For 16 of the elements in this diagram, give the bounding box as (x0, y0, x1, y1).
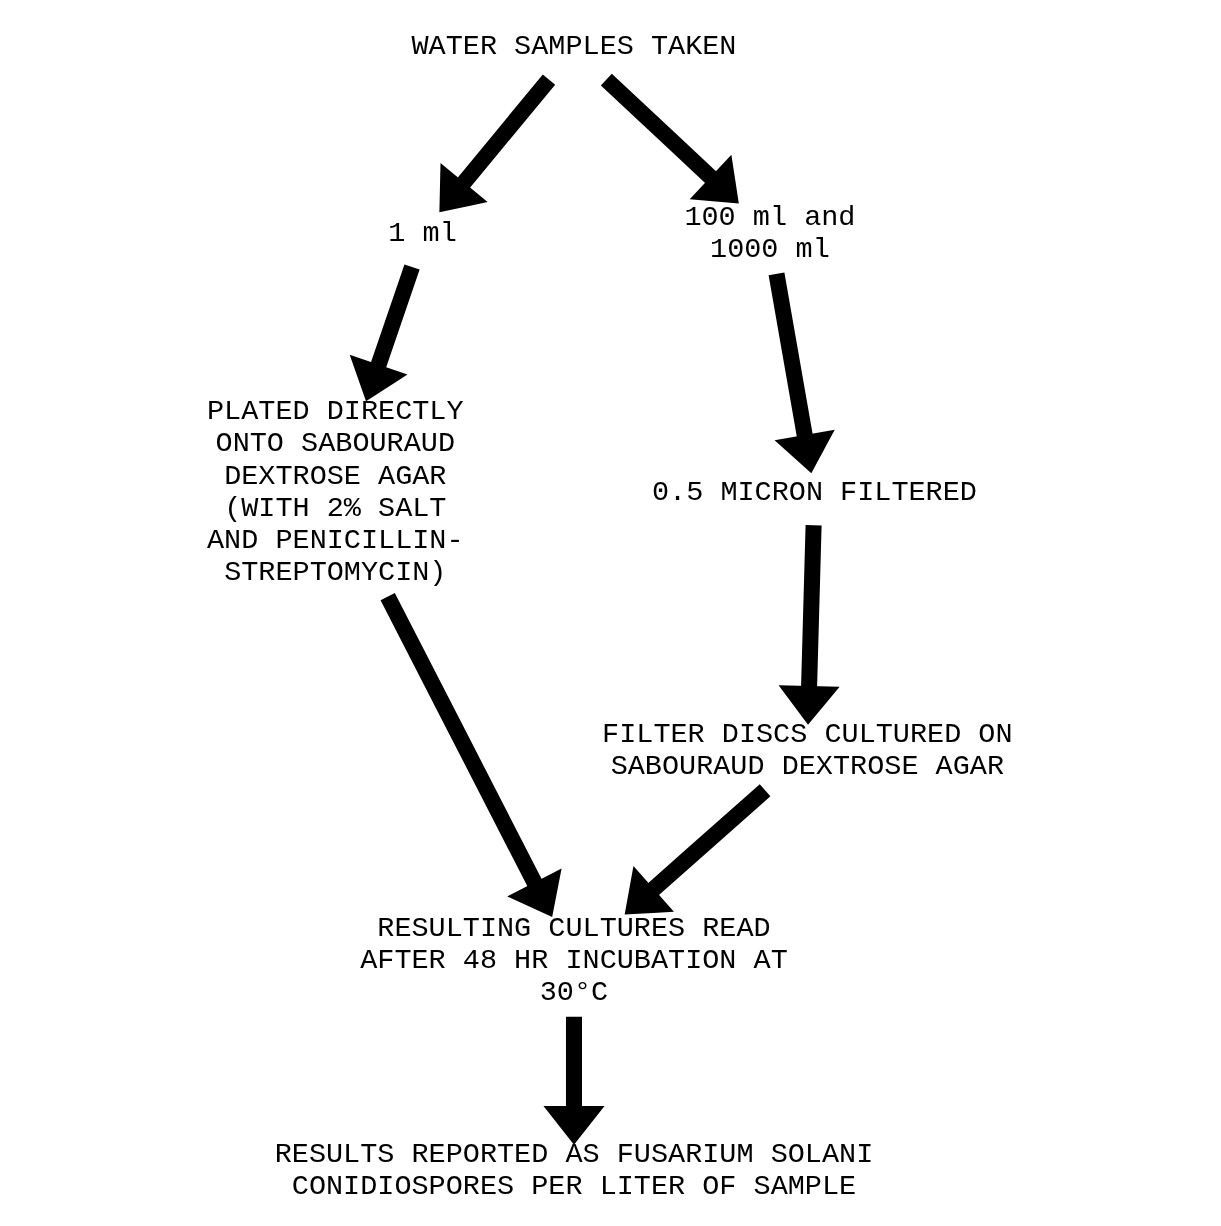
arrow (624, 784, 771, 915)
arrow (543, 1016, 605, 1145)
arrow (600, 73, 739, 204)
node-text: 100 ml and 1000 ml (684, 201, 856, 267)
arrow (349, 264, 420, 402)
arrow (439, 74, 556, 213)
node-text: PLATED DIRECTLY ONTO SABOURAUD DEXTROSE AGAR (WITH 2% SALT AND PENICILLIN-STREPTOMYCIN) (207, 395, 464, 589)
node-text: FILTER DISCS CULTURED ON SABOURAUD DEXTROSE AGAR (602, 717, 1013, 783)
arrow (778, 525, 840, 725)
arrow (380, 592, 562, 917)
node-text: 0.5 MICRON FILTERED (651, 475, 977, 509)
node-text: RESULTS REPORTED AS FUSARIUM SOLANI CONIDIOSPORES PER LITER OF SAMPLE (274, 1138, 874, 1204)
node-text: 1 ml (388, 217, 457, 251)
node-text: RESULTING CULTURES READ AFTER 48 HR INCUBATION AT 30°C (360, 911, 788, 1010)
node-text: WATER SAMPLES TAKEN (411, 30, 737, 64)
arrow (768, 272, 835, 474)
